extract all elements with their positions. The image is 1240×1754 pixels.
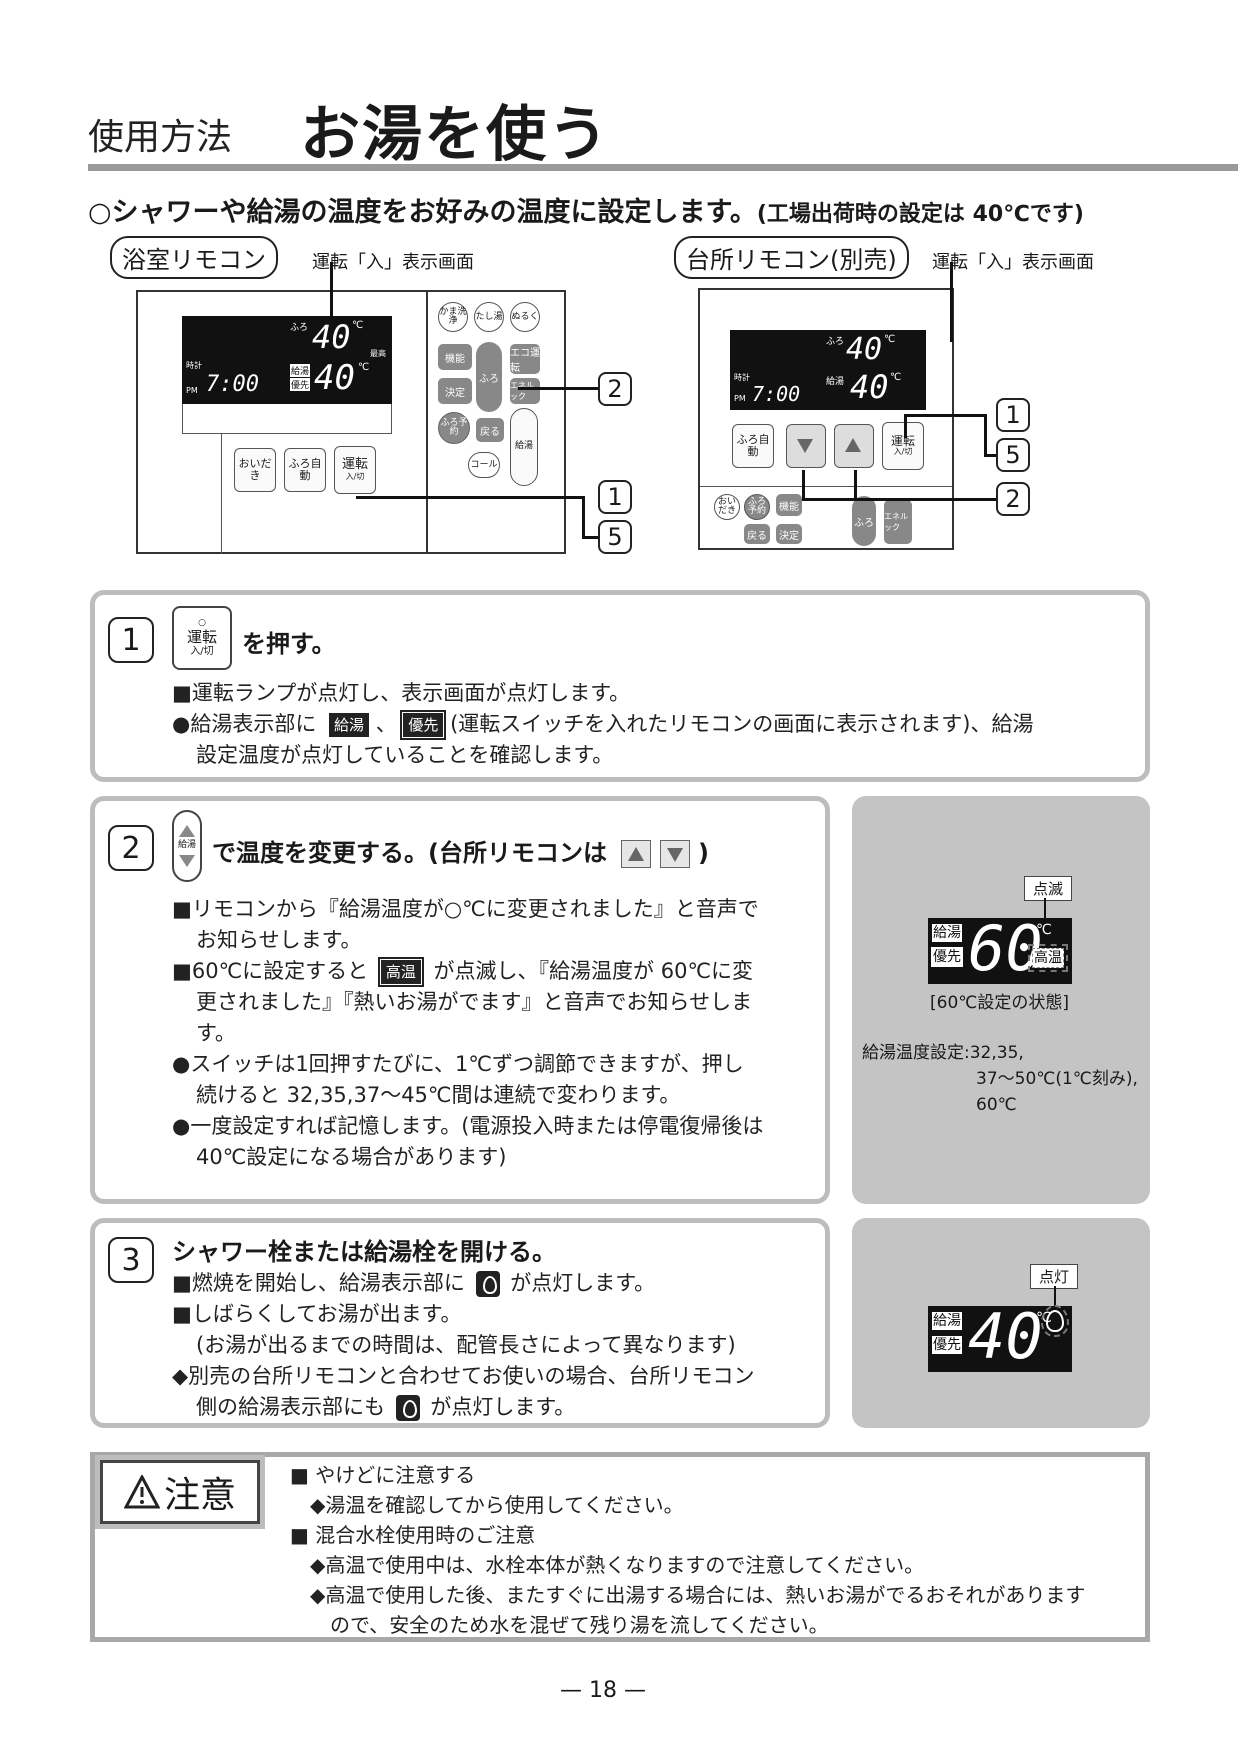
kitchen-remote-caption: 運転「入」表示画面 <box>932 252 1094 273</box>
down-arrow-icon <box>791 432 821 460</box>
flame-icon <box>1041 1305 1069 1337</box>
kitchen-kettei-button[interactable]: 決定 <box>776 524 802 544</box>
step3-temp: 40 <box>968 1300 1043 1373</box>
state-caption: [60℃設定の状態] <box>930 993 1069 1013</box>
callout-1: 1 <box>598 480 632 514</box>
step1-line2: ●給湯表示部に 給湯 、 優先 (運転スイッチを入れたリモコンの画面に表示されま… <box>172 710 1034 740</box>
warning-triangle-icon <box>123 1475 160 1509</box>
oidaki-button[interactable]: おいだき <box>234 448 276 492</box>
kitchen-kinou-button[interactable]: 機能 <box>776 494 802 516</box>
step3-box <box>90 1218 830 1428</box>
bath-remote-label: 浴室リモコン <box>110 236 278 279</box>
up-arrow-icon <box>621 840 652 868</box>
step2-line3: ■60℃に設定すると 高温 が点滅し、『給湯温度が 60℃に変 <box>172 957 754 987</box>
intro-text: ○シャワーや給湯の温度をお好みの温度に設定します。(工場出荷時の設定は 40℃で… <box>88 197 1084 228</box>
eco-button[interactable]: エコ運転 <box>510 344 540 374</box>
page-title: お湯を使う <box>300 100 610 170</box>
kitchen-clock: 7:00 <box>752 382 801 406</box>
step2-box <box>90 796 830 1204</box>
bath-lcd-leader <box>330 262 333 342</box>
furo-yoyaku-button[interactable]: ふろ予約 <box>438 412 470 444</box>
kinou-button[interactable]: 機能 <box>438 344 472 370</box>
bath-remote: ふろ 40 ℃ 最高 時計 PM 7:00 給湯 優先 40 ℃ おいだき ふろ… <box>136 290 566 554</box>
koon-tag: 高温 <box>377 957 424 987</box>
step2-temp: 60 <box>968 912 1043 985</box>
kitchen-remote-label: 台所リモコン(別売) <box>674 236 909 279</box>
step3-title: シャワー栓または給湯栓を開ける。 <box>172 1238 556 1266</box>
tashiyu-button[interactable]: たし湯 <box>474 302 504 332</box>
kitchen-remote: ふろ 40 ℃ 時計 PM 7:00 給湯 40 ℃ ふろ自動 運転 入/切 お… <box>698 288 954 550</box>
kitchen-furo-rocker[interactable]: ふろ <box>852 496 876 546</box>
up-arrow-icon <box>839 432 869 460</box>
kitchen-energy-button[interactable]: エネルック <box>884 500 912 544</box>
kyuto-tag: 給湯 <box>329 713 370 737</box>
bath-kyuto-temp: 40 <box>314 358 355 398</box>
down-arrow-icon <box>659 840 690 868</box>
caution-badge: 注意 <box>95 1455 265 1529</box>
callout-5: 5 <box>598 520 632 554</box>
kitchen-down-button[interactable] <box>786 424 826 468</box>
kitchen-callout-5: 5 <box>996 438 1030 472</box>
flame-icon <box>475 1271 500 1297</box>
bath-2-leader <box>518 387 598 390</box>
step1-title: を押す。 <box>242 630 336 658</box>
bath-power-button[interactable]: 運転 入/切 <box>334 446 376 494</box>
range-text: 給湯温度設定:32,35, 37～50℃(1℃刻み), 60℃ <box>862 1043 1138 1115</box>
blink-label: 点滅 <box>1024 876 1073 901</box>
step1-box <box>90 590 1150 782</box>
up-arrow-icon <box>179 825 195 838</box>
kitchen-kyuto-temp: 40 <box>850 368 889 406</box>
kitchen-oidaki-button[interactable]: おいだき <box>714 494 740 520</box>
furo-auto-button[interactable]: ふろ自動 <box>284 448 326 492</box>
step1-number: 1 <box>108 617 154 663</box>
kama-senjo-button[interactable]: かま洗浄 <box>438 302 468 332</box>
kitchen-furo-yoyaku-button[interactable]: ふろ予約 <box>744 494 770 520</box>
kitchen-furo-temp: 40 <box>846 332 883 367</box>
kitchen-callout-1: 1 <box>996 398 1030 432</box>
kitchen-power-button[interactable]: 運転 入/切 <box>882 422 924 470</box>
step3-line5: 側の給湯表示部にも が点灯します。 <box>196 1395 576 1421</box>
page-number: — 18 — <box>560 1678 646 1703</box>
callout-2: 2 <box>598 372 632 406</box>
energy-look-button[interactable]: エネルック <box>510 378 540 404</box>
step2-lcd: 給湯 優先 60 ℃ 高温 <box>928 914 1072 984</box>
modoru-button[interactable]: 戻る <box>476 418 504 442</box>
call-button[interactable]: コール <box>468 452 500 478</box>
kitchen-modoru-button[interactable]: 戻る <box>744 524 770 544</box>
down-arrow-icon <box>179 854 195 867</box>
step2-number: 2 <box>108 825 154 871</box>
bath-clock: 7:00 <box>206 372 259 397</box>
header-rule <box>88 164 1238 171</box>
step3-lcd: 給湯 優先 40 ℃ <box>928 1302 1072 1372</box>
section-label: 使用方法 <box>88 117 233 158</box>
step3-number: 3 <box>108 1237 154 1283</box>
step3-line1: ■燃焼を開始し、給湯表示部に が点灯します。 <box>172 1271 656 1297</box>
flame-icon <box>395 1395 420 1421</box>
bath-1-leader <box>356 496 582 499</box>
furo-rocker[interactable]: ふろ <box>476 342 502 412</box>
bath-remote-caption: 運転「入」表示画面 <box>312 252 474 273</box>
hot-indicator: 高温 <box>1028 944 1068 972</box>
step2-kyuto-rocker-icon: 給湯 <box>172 810 202 882</box>
bath-lcd: ふろ 40 ℃ 最高 時計 PM 7:00 給湯 優先 40 ℃ <box>182 316 392 404</box>
kettei-button[interactable]: 決定 <box>438 378 472 404</box>
kitchen-callout-2: 2 <box>996 482 1030 516</box>
step2-title: で温度を変更する。(台所リモコンは ) <box>212 839 710 868</box>
nuruku-button[interactable]: ぬるく <box>510 302 540 332</box>
step2-side-panel <box>852 796 1150 1204</box>
step1-power-button-icon: ○ 運転 入/切 <box>172 606 232 670</box>
kitchen-lcd: ふろ 40 ℃ 時計 PM 7:00 給湯 40 ℃ <box>730 330 926 410</box>
kitchen-up-button[interactable] <box>834 424 874 468</box>
caution-box <box>90 1452 1150 1642</box>
kitchen-furo-auto-button[interactable]: ふろ自動 <box>732 424 774 468</box>
yusen-tag: 優先 <box>400 710 447 740</box>
kyuto-rocker[interactable]: 給湯 <box>510 408 538 486</box>
